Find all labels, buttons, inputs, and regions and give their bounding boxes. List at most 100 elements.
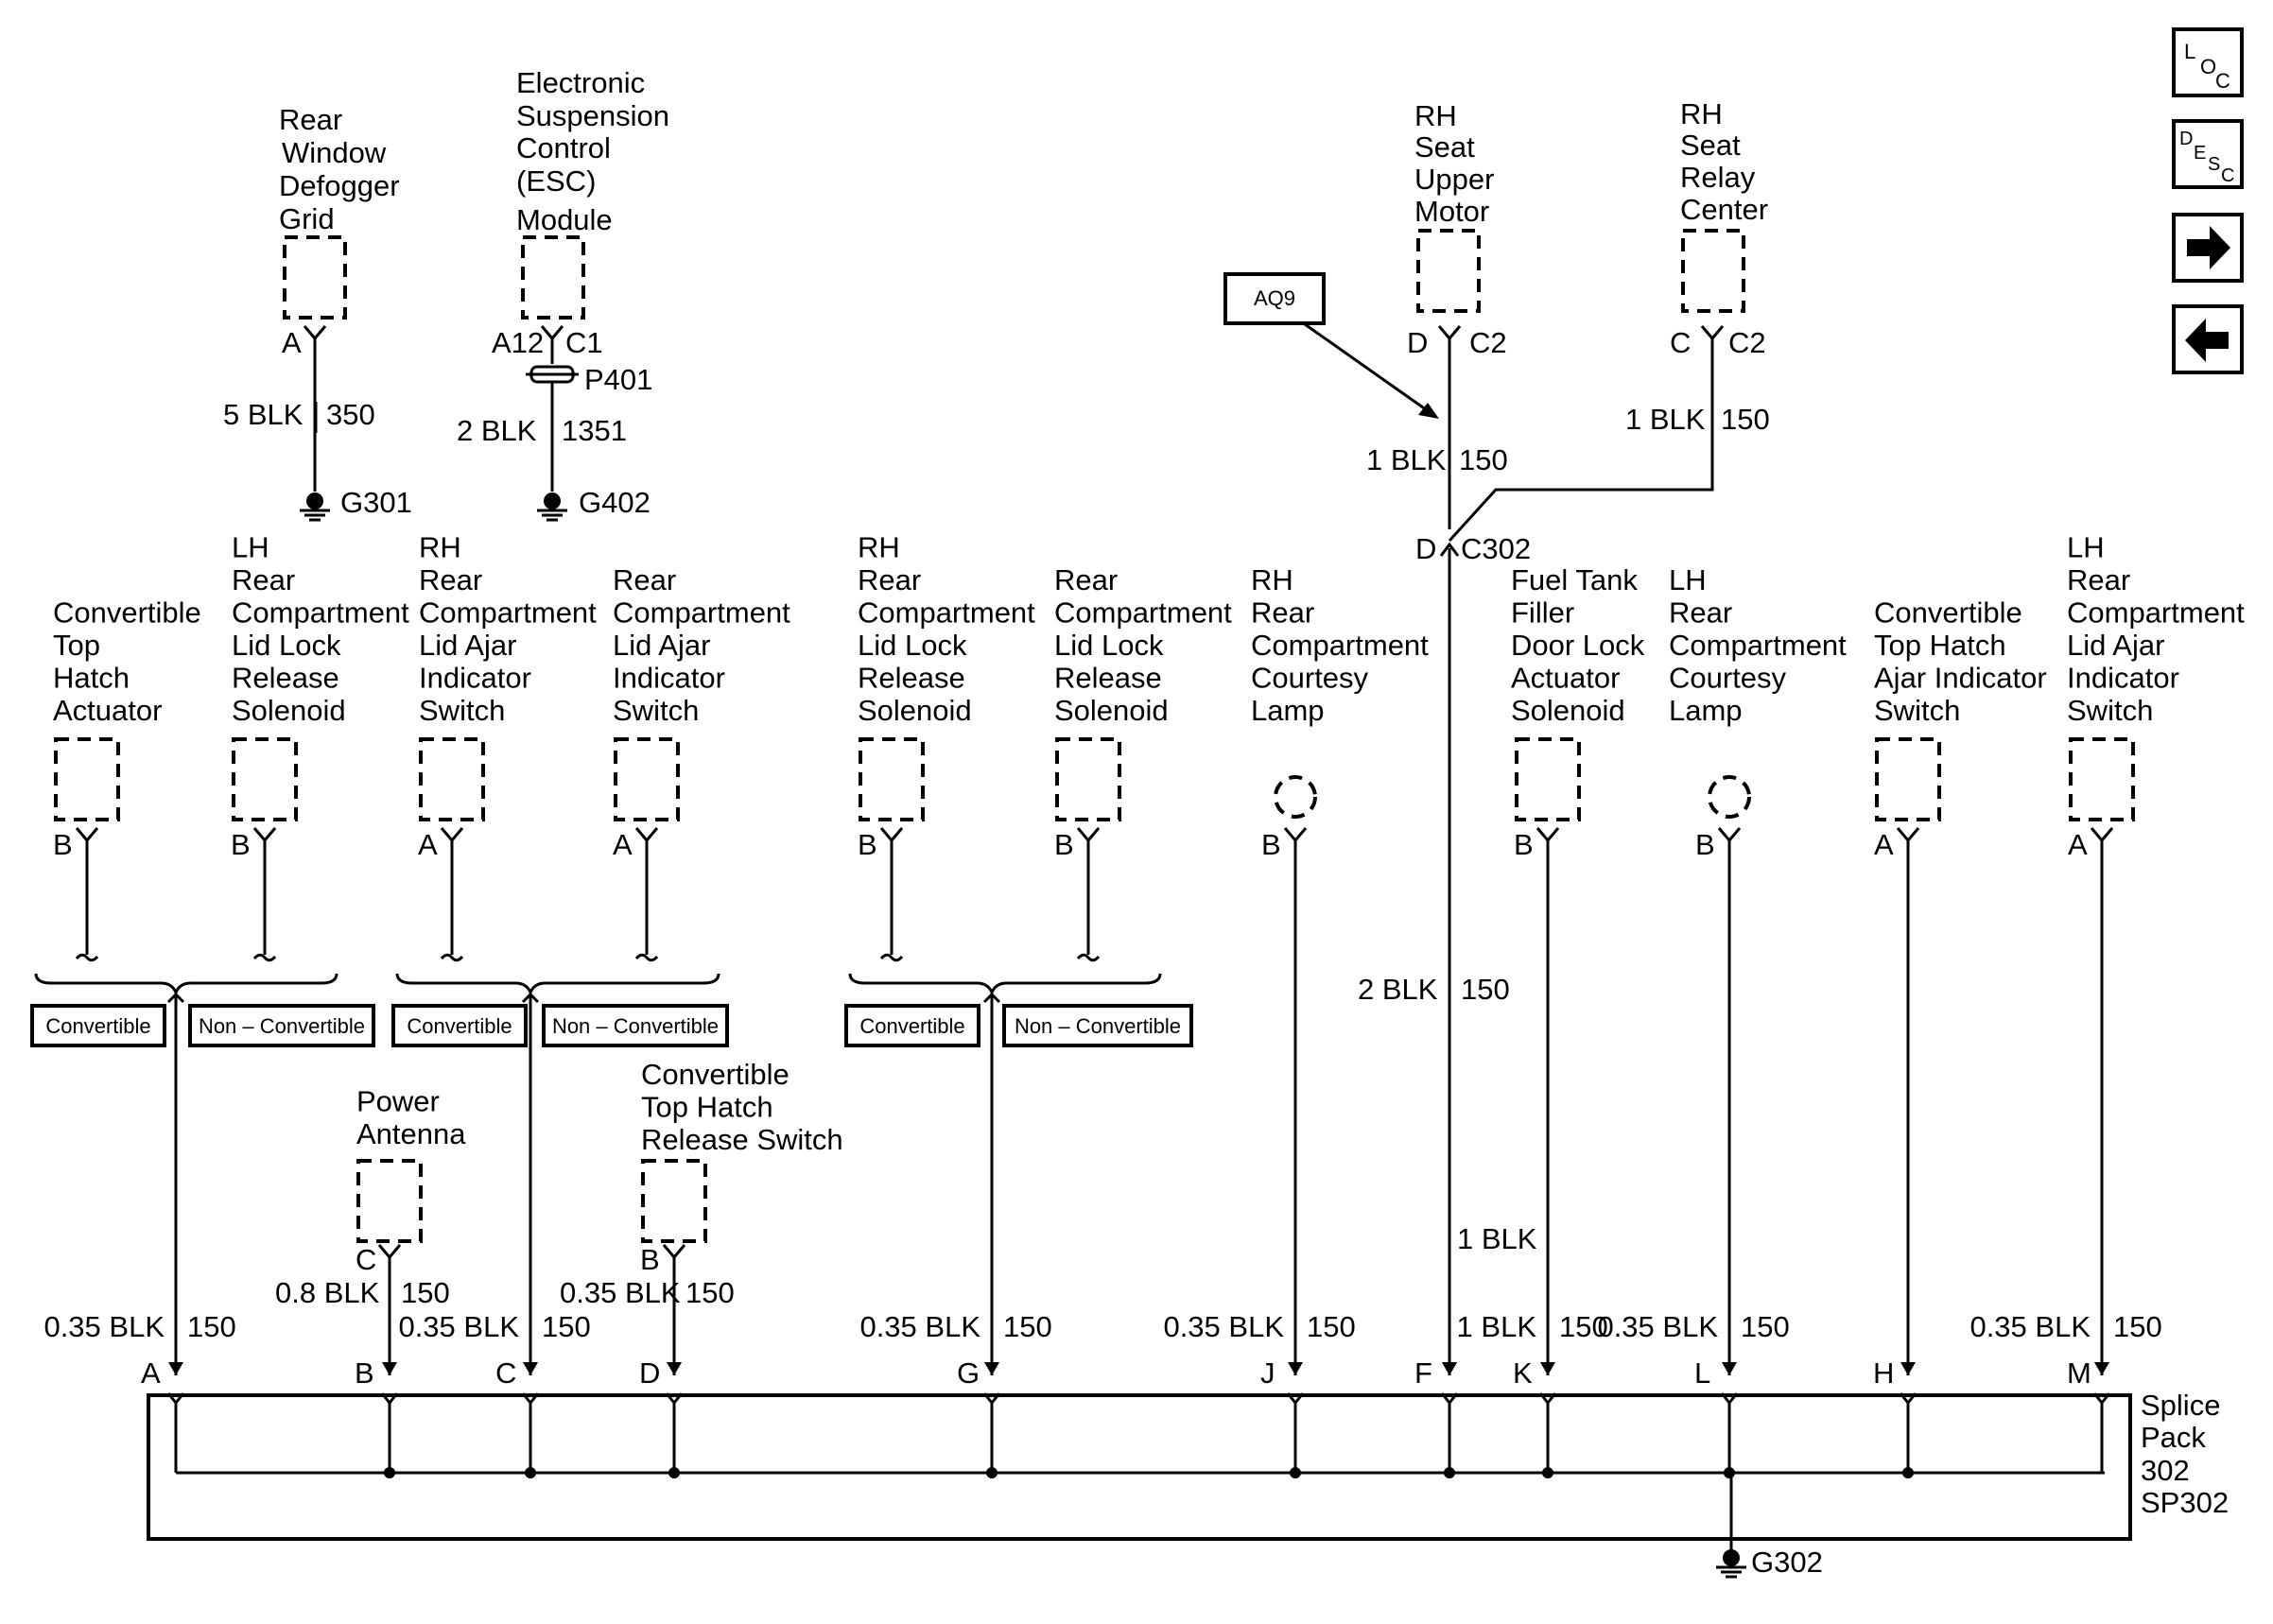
non-convertible-label: Non – Convertible [552, 1014, 719, 1038]
rh-seat-upper-motor: RH Seat Upper Motor D C2 [1407, 99, 1507, 359]
esc-name-3: Control [516, 131, 611, 164]
convertible-label: Convertible [407, 1014, 512, 1038]
splice-wire-circuit: 150 [1559, 1310, 1608, 1343]
esc-name-1: Electronic [516, 66, 645, 99]
splice-wire-label: 0.35 BLK [43, 1310, 165, 1343]
row-component-5-name-6: Solenoid [858, 694, 972, 727]
component-box [2069, 737, 2135, 821]
row-component-1-name-1: Convertible [53, 596, 201, 630]
esc-circuit: 1351 [562, 414, 627, 447]
component-box [232, 737, 298, 821]
lower-component-pin: B [640, 1243, 660, 1276]
row-component-2-name-5: Release [232, 662, 339, 695]
row-component-pin: B [53, 828, 73, 861]
row-component-9-name-4: Courtesy [1669, 662, 1787, 695]
trunk-circuit: 150 [1461, 973, 1510, 1006]
row-component-7-name-4: Courtesy [1251, 662, 1369, 695]
row-component-1-name-2: Top [53, 629, 100, 662]
seat-relay-name-3: Relay [1680, 161, 1756, 194]
desc-letter-4: C [2221, 165, 2234, 186]
splice-wire-label: 0.35 BLK [398, 1310, 519, 1343]
row-component-4-name-3: Lid Ajar [613, 629, 710, 662]
component-box [859, 737, 925, 821]
trunk-wire2-label: 1 BLK [1457, 1222, 1537, 1255]
loc-button[interactable]: L O C [2172, 27, 2244, 97]
row-component-5-name-3: Compartment [858, 596, 1035, 630]
row-component-7-name-5: Lamp [1251, 694, 1325, 727]
convertible-badge [30, 1004, 166, 1047]
row-component-8-name-3: Door Lock [1511, 629, 1645, 662]
next-button[interactable] [2172, 213, 2244, 283]
lower-component-1-name-1: Power [356, 1085, 440, 1118]
option-tag-aq9: AQ9 [1223, 272, 1439, 419]
lower-component-wire: 0.35 BLK [560, 1276, 681, 1309]
lamp-icon [1274, 775, 1317, 819]
lamp-icon [1708, 775, 1751, 819]
row-component-pin: A [1874, 828, 1894, 861]
non-convertible-label: Non – Convertible [1015, 1014, 1181, 1038]
row-component-3-name-1: RH [419, 531, 461, 564]
seat-motor-pin-left: D [1407, 326, 1428, 359]
component-box [1055, 737, 1121, 821]
row-component-5-name-1: RH [858, 531, 900, 564]
row-component-1-name-3: Hatch [53, 662, 130, 695]
desc-button[interactable]: D E S C [2172, 119, 2244, 189]
row-component-8-name-4: Actuator [1511, 662, 1620, 695]
esc-pin-left: A12 [492, 326, 544, 359]
splice-wire-circuit: 150 [187, 1310, 236, 1343]
rear-window-defogger-grid: Rear Window Defogger Grid A 5 BLK 350 G3… [223, 103, 412, 522]
lower-component-2-name-2: Top Hatch [641, 1091, 773, 1124]
row-component-11-name-3: Compartment [2067, 596, 2245, 630]
seat-relay-box [1681, 229, 1745, 313]
option-group-2: Convertible Non – Convertible [391, 840, 729, 1047]
row-component-10-name-2: Top Hatch [1874, 629, 2006, 662]
row-component-11-name-5: Indicator [2067, 662, 2179, 695]
splice-wire-circuit: 150 [542, 1310, 591, 1343]
splice-pack-name-1: Splice [2141, 1389, 2220, 1422]
splice-wire-label: 0.35 BLK [859, 1310, 980, 1343]
component-box [641, 1159, 707, 1243]
row-component-5-name-5: Release [858, 662, 965, 695]
splice-pin-D: D [639, 1356, 660, 1390]
convertible-badge [844, 1004, 980, 1047]
splice-wire-A: A 0.35 BLK 150 [43, 994, 236, 1473]
motor-wire-label: 1 BLK [1366, 443, 1447, 476]
seat-motor-pin-right: C2 [1469, 326, 1507, 359]
splice-wire-label: 0.35 BLK [1163, 1310, 1284, 1343]
loc-letter-3: C [2215, 69, 2230, 93]
seat-relay-pin-right: C2 [1728, 326, 1766, 359]
splice-pack-name-3: 302 [2141, 1454, 2190, 1487]
splice-pin-K: K [1513, 1356, 1533, 1390]
row-component-3-name-3: Compartment [419, 596, 597, 630]
seat-relay-pin-left: C [1670, 326, 1691, 359]
row-component-9-name-2: Rear [1669, 596, 1732, 630]
ground-g402-icon [535, 491, 569, 522]
relay-circuit: 150 [1721, 403, 1770, 436]
esc-pin-right: C1 [565, 326, 603, 359]
splice-pin-A: A [141, 1356, 161, 1390]
convertible-badge [391, 1004, 528, 1047]
relay-wire-label: 1 BLK [1625, 403, 1706, 436]
row-component-11-name-6: Switch [2067, 694, 2153, 727]
splice-pin-M: M [2067, 1356, 2091, 1390]
defogger-pin: A [282, 326, 302, 359]
splice-wire-label: 0.35 BLK [1597, 1310, 1718, 1343]
row-component-10-name-3: Ajar Indicator [1874, 662, 2047, 695]
row-component-3-name-4: Lid Ajar [419, 629, 516, 662]
row-component-4-name-5: Switch [613, 694, 699, 727]
row-component-2-name-6: Solenoid [232, 694, 346, 727]
row-component-8-name-5: Solenoid [1511, 694, 1625, 727]
prev-button[interactable] [2172, 304, 2244, 374]
non-convertible-badge [542, 1004, 729, 1047]
